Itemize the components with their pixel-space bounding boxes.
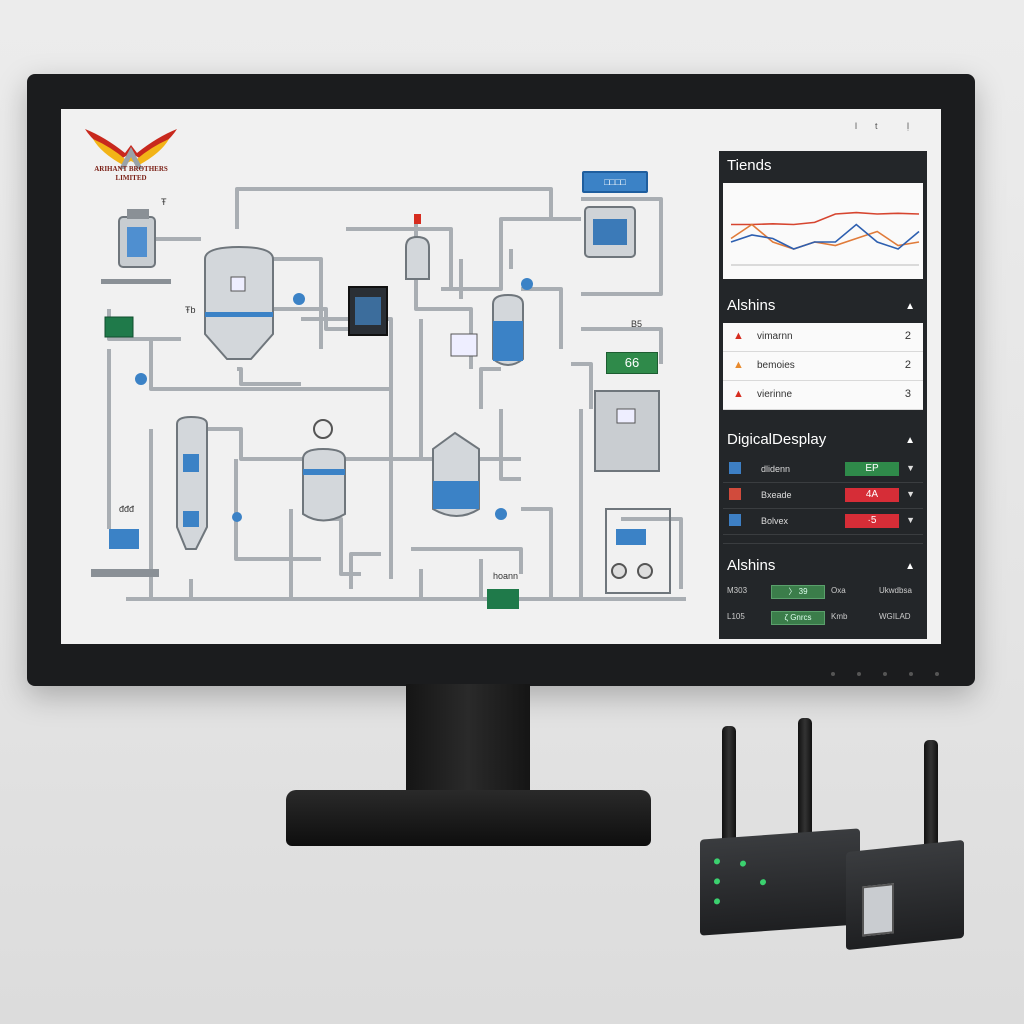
sensor-icon	[729, 462, 741, 474]
antenna	[924, 740, 938, 852]
trends-chart	[723, 183, 923, 279]
maximize-button[interactable]: t	[875, 121, 878, 131]
alarms2-title: Alshins	[727, 557, 776, 574]
display-name: Bolvex	[761, 516, 789, 526]
ethernet-port-icon	[862, 883, 894, 937]
sensor-icon	[729, 488, 741, 500]
side-panel: Tiends Alshins ▲ ▲ vimarnn 2 ▲ bemoies 2…	[719, 151, 927, 639]
monitor-power-button[interactable]	[935, 672, 939, 676]
diagram-label-left-top: Ŧ	[161, 197, 167, 207]
alarms-title: Alshins	[727, 297, 776, 314]
alarm-name: vierinne	[757, 389, 793, 400]
alarm-unit: Oxa	[831, 586, 846, 595]
monitor-led	[857, 672, 861, 676]
alarm-name: vimarnn	[757, 331, 793, 342]
diagram-label-left-mid: Ŧb	[185, 305, 196, 315]
alarms-collapse-icon[interactable]: ▲	[905, 301, 915, 312]
warning-triangle-icon: ▲	[733, 359, 744, 371]
center-readout: 66	[606, 352, 658, 374]
digital-display-row[interactable]: Bolvex ·5 ▼	[723, 509, 923, 535]
trend-series-2	[730, 223, 920, 250]
monitor-led	[909, 672, 913, 676]
warning-triangle-icon: ▲	[733, 330, 744, 342]
alarm-name: bemoies	[757, 360, 795, 371]
process-flow-diagram	[91, 187, 686, 609]
antenna	[722, 726, 736, 846]
monitor-stand-base	[286, 790, 651, 846]
trend-series-1	[731, 211, 920, 226]
display-value: ·5	[845, 514, 899, 528]
digital-display-collapse-icon[interactable]: ▲	[905, 435, 915, 446]
alarm-id: M303	[727, 586, 748, 595]
iot-gateway-device	[700, 828, 860, 936]
alarm-id: L105	[727, 612, 745, 621]
sensor-icon	[729, 514, 741, 526]
alarm-log-row[interactable]: M303 〉 39 Oxa Ukwdbsa	[723, 581, 923, 603]
display-name: dlidenn	[761, 464, 791, 474]
alarm-unit: Kmb	[831, 612, 848, 621]
alarm-item[interactable]: ▲ bemoies 2	[723, 352, 923, 381]
iot-gateway-device	[846, 839, 964, 951]
hmi-screen: ARIHANT BROTHERS LIMITED l t ḷ	[61, 109, 941, 644]
alarm-count: 2	[904, 330, 911, 342]
alarms2-collapse-icon[interactable]: ▲	[905, 561, 915, 572]
trends-title: Tiends	[727, 157, 772, 174]
company-name-line1: ARIHANT BROTHERS	[94, 165, 168, 173]
digital-display-row[interactable]: dlidenn EP ▼	[723, 457, 923, 483]
alarm-log-row[interactable]: L105 ζ Gnrcs Kmb WGILAD	[723, 607, 923, 629]
digital-display-title: DigicalDesplay	[727, 431, 827, 448]
alarm-item[interactable]: ▲ vimarnn 2	[723, 323, 923, 352]
trend-series-3	[730, 223, 920, 250]
monitor-stand-neck	[406, 684, 530, 794]
close-button[interactable]: ḷ	[907, 121, 909, 131]
chevron-down-icon[interactable]: ▼	[906, 515, 915, 525]
display-value: EP	[845, 462, 899, 476]
top-status-button-label: □□□□	[604, 177, 626, 187]
alarm-right-label: WGILAD	[879, 612, 911, 621]
company-name: ARIHANT BROTHERS LIMITED	[75, 165, 187, 183]
diagram-label-left-bottom: đđđ	[119, 504, 135, 514]
warning-triangle-icon: ▲	[733, 388, 744, 400]
digital-display-row[interactable]: Bxeade 4A ▼	[723, 483, 923, 509]
monitor-led	[831, 672, 835, 676]
diagram-label-bottom-center: hoann	[493, 571, 519, 581]
alarm-bar: 〉 39	[771, 585, 825, 599]
chevron-down-icon[interactable]: ▼	[906, 463, 915, 473]
monitor: ARIHANT BROTHERS LIMITED l t ḷ	[27, 74, 975, 686]
antenna	[798, 718, 812, 848]
alarm-count: 2	[904, 359, 911, 371]
alarm-bar: ζ Gnrcs	[771, 611, 825, 625]
company-name-line2: LIMITED	[115, 174, 147, 182]
center-readout-top-label: B5	[631, 319, 643, 329]
display-name: Bxeade	[761, 490, 792, 500]
company-logo-icon	[85, 129, 177, 169]
minimize-button[interactable]: l	[855, 121, 857, 131]
alarm-count: 3	[904, 388, 911, 400]
center-readout-value: 66	[624, 355, 640, 370]
alarm-item[interactable]: ▲ vierinne 3	[723, 381, 923, 410]
top-status-button[interactable]: □□□□	[582, 171, 648, 193]
alarm-right-label: Ukwdbsa	[879, 586, 912, 595]
chevron-down-icon[interactable]: ▼	[906, 489, 915, 499]
display-value: 4A	[845, 488, 899, 502]
monitor-led	[883, 672, 887, 676]
